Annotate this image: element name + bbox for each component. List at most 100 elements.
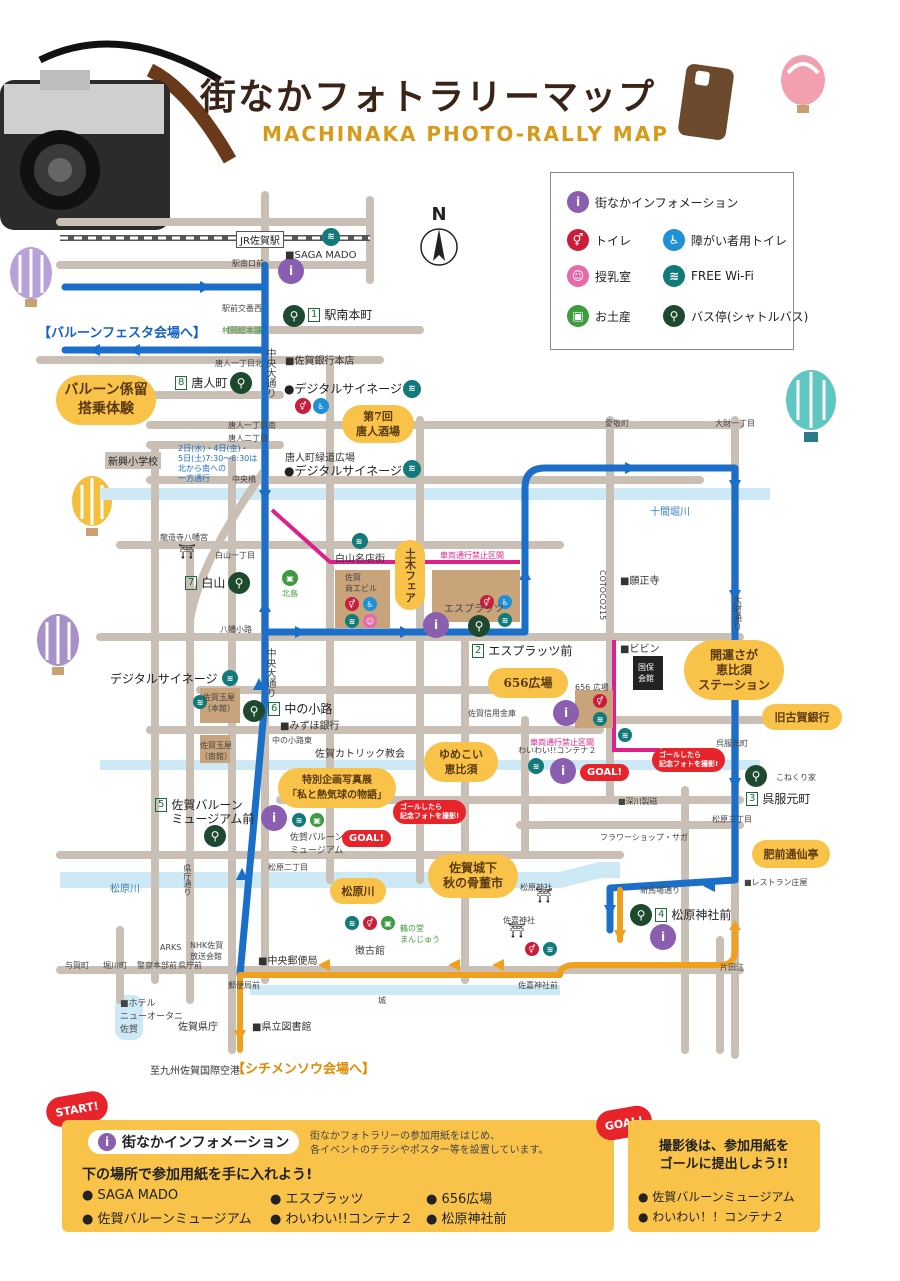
wifi-icon: ≋ xyxy=(593,712,607,726)
chuo-bridge-label: 中央橋 xyxy=(232,475,256,484)
mizuho-label: ■みずほ銀行 xyxy=(280,721,340,732)
goal-badge: GOAL! xyxy=(580,764,630,781)
toilet-icon: ⚥ xyxy=(363,916,377,930)
kencho-mae-label: 県庁前 xyxy=(178,961,202,970)
chuo-post-label: ■中央郵便局 xyxy=(258,956,318,967)
post-office-label: 郵便局前 xyxy=(228,981,260,990)
legend-item-accessible: ♿ 障がい者用トイレ xyxy=(663,229,787,251)
nhk-label: NHK佐賀 放送会館 xyxy=(190,941,224,961)
legend-item-info: i 街なかインフォメーション xyxy=(567,191,738,213)
bus-stop-number: 6 xyxy=(268,701,281,716)
gyokuya-main-label: 佐賀玉屋 （本館） xyxy=(203,693,235,713)
bus-stop-name: 佐賀バルーン ミュージアム前 xyxy=(171,798,255,826)
goal-panel-text: 撮影後は、参加用紙を ゴールに提出しよう!! xyxy=(658,1139,789,1172)
event-bubble-doboku-fair[interactable]: 土木フェア xyxy=(395,540,425,610)
event-bubble-yumekoi[interactable]: ゆめこい 恵比須 xyxy=(424,742,498,782)
toilet-icon: ⚥ xyxy=(345,597,359,611)
event-bubble-tojin-sakaba[interactable]: 第7回 唐人酒場 xyxy=(342,405,414,443)
event-bubble-kaiun-ebisu[interactable]: 開運さが 恵比須 ステーション xyxy=(684,640,784,700)
bus-stop-7: 7 白山 xyxy=(185,574,225,591)
library-label: ■県立図書館 xyxy=(252,1022,312,1033)
wifi-icon: ≋ xyxy=(345,916,359,930)
info-panel-subtitle: 下の場所で参加用紙を手に入れよう! xyxy=(82,1167,313,1183)
gofukumoto-label: 呉服元町 xyxy=(716,739,748,748)
accessible-toilet-icon: ♿ xyxy=(313,398,329,414)
bus-stop-number: 7 xyxy=(185,575,198,590)
waiwai-container-label: わいわい!!コンテナ２ xyxy=(518,746,597,755)
event-bubble-photo-exhibition[interactable]: 特別企画写真展 「私と熱気球の物語」 xyxy=(278,768,396,808)
goal-badge: GOAL! xyxy=(342,830,392,847)
bus-stop-number: 5 xyxy=(155,798,168,812)
ekimae-label: 駅南口前 xyxy=(232,259,264,268)
start-badge-text: START! xyxy=(54,1098,100,1120)
event-bubble-balloon-tethered[interactable]: バルーン係留 搭乗体験 xyxy=(56,375,156,425)
souvenir-icon: ▣ xyxy=(282,570,298,586)
balloon-teal-illustration xyxy=(786,370,836,442)
event-bubble-656[interactable]: 656広場 xyxy=(488,668,568,698)
pickup-location: ● SAGA MADO xyxy=(82,1188,179,1203)
info-icon[interactable]: i xyxy=(550,758,576,784)
info-icon[interactable]: i xyxy=(650,924,676,950)
legend-item-nursing: ☺ 授乳室 xyxy=(567,265,631,287)
info-panel: i 街なかインフォメーション 街なかフォトラリーの参加用紙をはじめ、 各イベント… xyxy=(62,1120,614,1232)
info-icon[interactable]: i xyxy=(278,258,304,284)
shinbaba-label: 新馬場通り xyxy=(640,886,680,895)
shirayama-street-label: 白山名店街 xyxy=(335,554,385,565)
kokuho-hall-label: 国保 会館 xyxy=(638,663,654,683)
shoko-building-label: 佐賀 商工ビル xyxy=(345,573,377,593)
nursing-room-icon: ☺ xyxy=(363,614,377,628)
bus-stop-icon: ⚲ xyxy=(283,305,305,327)
shinkin-label: 佐賀信用金庫 xyxy=(468,709,516,718)
compass: N xyxy=(418,204,460,274)
matsubara-river-label: 松原川 xyxy=(110,884,140,895)
wifi-icon: ≋ xyxy=(292,813,306,827)
kitajima-label: 北島 xyxy=(282,589,298,598)
goal-location: ● わいわい！！コンテナ２ xyxy=(638,1210,785,1224)
bus-stop-icon: ⚲ xyxy=(230,372,252,394)
yoka-label: 与賀町 xyxy=(65,961,89,970)
digital-signage-label: デジタルサイネージ xyxy=(110,672,218,686)
info-icon[interactable]: i xyxy=(553,700,579,726)
shinko-school-text: 新興小学校 xyxy=(108,457,158,468)
no-vehicle-zone-label: 車両通行禁止区間 xyxy=(530,738,594,747)
compass-arrow-icon xyxy=(420,228,458,266)
restaurant-label: ■レストラン庄屋 xyxy=(744,878,808,887)
matsubara3-label: 松原三丁目 xyxy=(712,815,752,824)
event-bubble-kyu-koga[interactable]: 旧古賀銀行 xyxy=(762,704,842,730)
balloon-fiesta-venue-link[interactable]: 【バルーンフェスタ会場へ】 xyxy=(38,326,206,341)
goal-panel: 撮影後は、参加用紙を ゴールに提出しよう!! ● 佐賀バルーンミュージアム ● … xyxy=(628,1120,820,1232)
matsubara2-label: 松原二丁目 xyxy=(268,863,308,872)
wifi-icon: ≋ xyxy=(663,265,685,287)
event-bubble-hizen-tsusentei[interactable]: 肥前通仙亭 xyxy=(752,840,830,868)
bus-stop-number: 3 xyxy=(746,791,759,806)
castle-label: 城 xyxy=(378,996,386,1005)
nakanokoji-label: 中の小路東 xyxy=(272,736,312,745)
kogen-temple-label: ■願正寺 xyxy=(620,576,660,587)
event-bubble-antique-market[interactable]: 佐賀城下 秋の骨董市 xyxy=(428,854,518,898)
prefecture-office-label: 佐賀県庁 xyxy=(178,1022,218,1033)
info-icon[interactable]: i xyxy=(423,612,449,638)
pickup-location: ● 佐賀バルーンミュージアム xyxy=(82,1212,252,1227)
legend-label: お土産 xyxy=(595,309,632,324)
bus-stop-number: 4 xyxy=(655,907,668,922)
balloon-purple-illustration xyxy=(10,247,52,307)
legend-label: 障がい者用トイレ xyxy=(691,233,788,248)
tojin1-label: 唐人一丁目北 xyxy=(215,359,263,368)
info-icon[interactable]: i xyxy=(261,805,287,831)
bus-stop-name: 白山 xyxy=(201,576,226,590)
bus-stop-name: 松原神社前 xyxy=(671,908,732,922)
wifi-icon: ≋ xyxy=(528,758,544,774)
tojin2-label: 唐人一丁目南 xyxy=(228,421,276,430)
accessible-toilet-icon: ♿ xyxy=(663,229,685,251)
kencho-street-label: 県庁通り xyxy=(183,864,192,896)
bus-stop-name: 呉服元町 xyxy=(762,792,811,806)
shichimenso-venue-link[interactable]: 【シチメンソウ会場へ】 xyxy=(232,1062,376,1077)
bus-stop-icon: ⚲ xyxy=(663,305,685,327)
wifi-icon: ≋ xyxy=(222,670,238,686)
goal-note: ゴールしたら 記念フォトを撮影! xyxy=(393,800,467,824)
goal-location: ● 佐賀バルーンミュージアム xyxy=(638,1190,795,1204)
bus-stop-4: 4 松原神社前 xyxy=(655,906,731,923)
legend-label: FREE Wi-Fi xyxy=(691,269,754,283)
legend-item-souvenir: ▣ お土産 xyxy=(567,305,631,327)
event-bubble-matsubarakawa[interactable]: 松原川 xyxy=(330,878,386,904)
